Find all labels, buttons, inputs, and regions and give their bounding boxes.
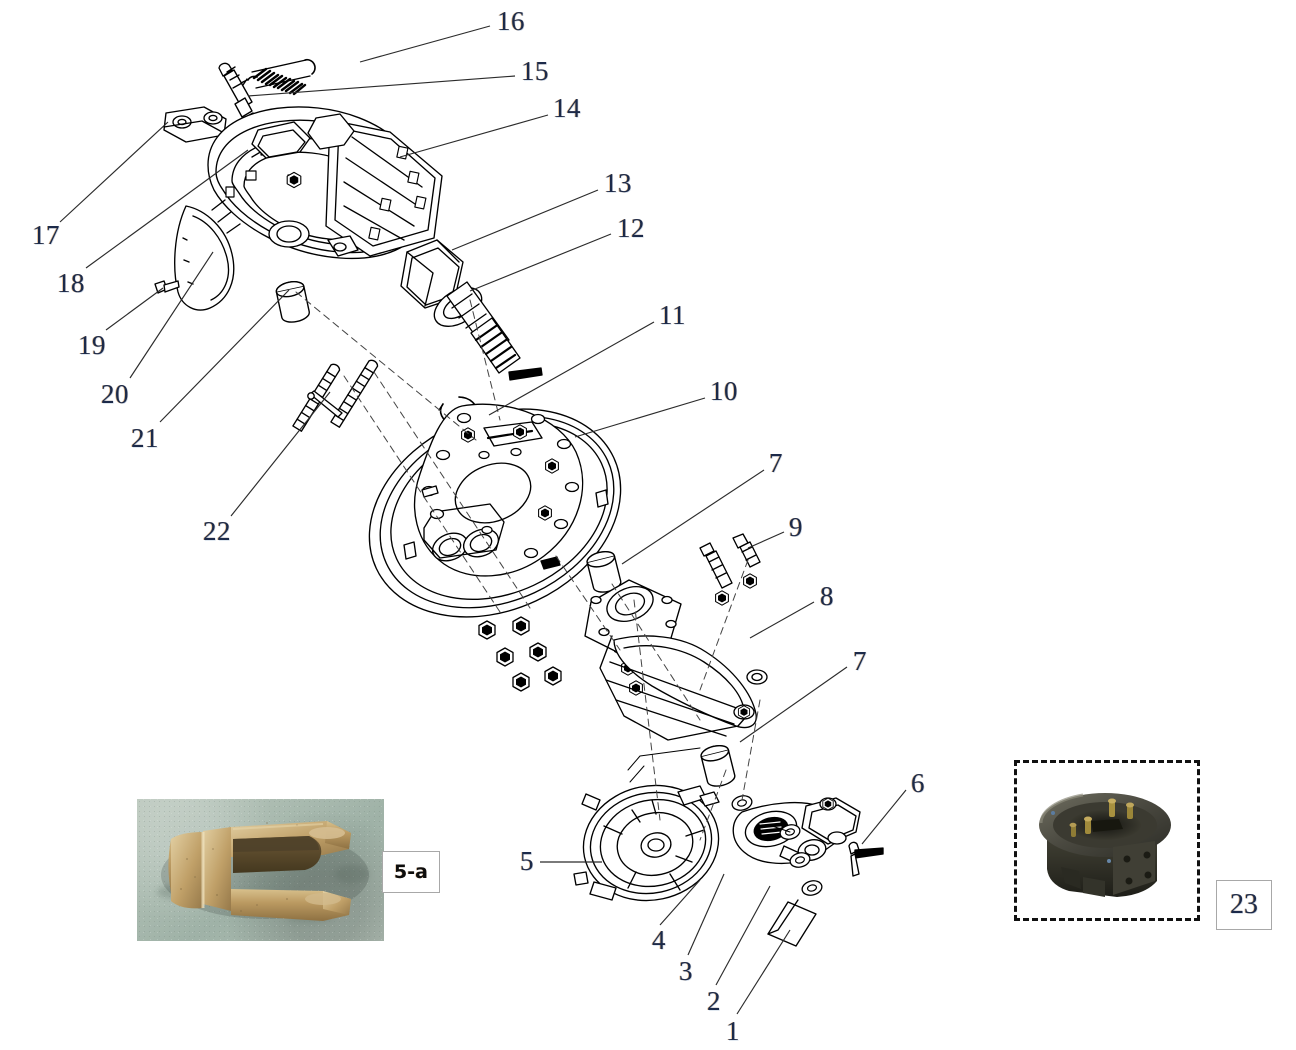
leader-line-7	[621, 469, 765, 565]
leader-line-8	[749, 601, 815, 639]
part-brake-chamber	[573, 784, 720, 902]
leader-line-14	[399, 114, 549, 158]
callout-22: 22	[203, 516, 231, 546]
assembly-axes	[295, 291, 761, 841]
leader-line-12	[469, 233, 612, 292]
callout-1: 1	[726, 1016, 740, 1046]
part-shield-bolt	[154, 280, 180, 294]
leader-line-11	[488, 321, 655, 416]
callout-7: 7	[769, 448, 783, 478]
part-bolt-9	[732, 533, 761, 589]
leader-line-18	[85, 149, 249, 269]
part-bracket-bolt	[699, 542, 733, 606]
callout-4: 4	[652, 925, 666, 955]
leader-line-15	[247, 75, 516, 97]
callout-3: 3	[679, 956, 693, 986]
leader-line-22	[230, 391, 331, 517]
callout-10: 10	[710, 376, 738, 406]
part-return-spring	[238, 58, 316, 96]
part-shim-plate	[767, 899, 817, 947]
photo-smudge	[335, 865, 369, 883]
callout-12: 12	[617, 213, 645, 243]
leader-line-1	[736, 929, 791, 1015]
callout-9: 9	[789, 512, 803, 542]
leader-line-7	[739, 666, 848, 743]
callout-7: 7	[853, 646, 867, 676]
callout-2: 2	[707, 986, 721, 1016]
callout-13: 13	[604, 168, 632, 198]
brake-hub-photo-art	[1039, 793, 1171, 897]
part-anchor-bracket	[599, 635, 768, 741]
callout-5: 5	[520, 846, 534, 876]
leader-line-6	[861, 789, 907, 845]
callout-18: 18	[57, 268, 85, 298]
part-backing-plate	[368, 403, 622, 618]
callout-8: 8	[820, 581, 834, 611]
leader-line-4	[659, 879, 701, 926]
leader-line-17	[59, 121, 169, 223]
leader-line-2	[715, 885, 771, 986]
callout-17: 17	[32, 220, 60, 250]
leader-line-19	[105, 287, 164, 331]
inset-label-23: 23	[1216, 880, 1272, 930]
callout-6: 6	[911, 768, 925, 798]
callout-20: 20	[101, 379, 129, 409]
leader-line-20	[129, 251, 214, 379]
clevis-yoke-photo-art	[161, 821, 369, 921]
part-clevis-pin	[848, 841, 884, 877]
callout-16: 16	[497, 6, 525, 36]
callout-21: 21	[131, 423, 159, 453]
leader-line-21	[159, 289, 290, 423]
leader-line-13	[451, 189, 599, 251]
callout-19: 19	[78, 330, 106, 360]
part-s-camshaft	[400, 239, 543, 381]
callout-11: 11	[659, 300, 686, 330]
leader-line-10	[574, 397, 706, 438]
part-dust-shield	[174, 205, 235, 311]
leader-line-3	[687, 873, 725, 956]
part-brake-shoe-assembly	[207, 106, 443, 260]
inset-label-5a: 5-a	[382, 851, 440, 893]
inset-photo-5a	[137, 799, 384, 941]
projection-lines	[627, 747, 791, 833]
callout-15: 15	[521, 56, 549, 86]
callout-14: 14	[553, 93, 581, 123]
leader-line-9	[747, 531, 785, 549]
leader-line-16	[359, 25, 491, 63]
part-studs	[292, 359, 379, 432]
inset-frame-23	[1014, 760, 1200, 921]
